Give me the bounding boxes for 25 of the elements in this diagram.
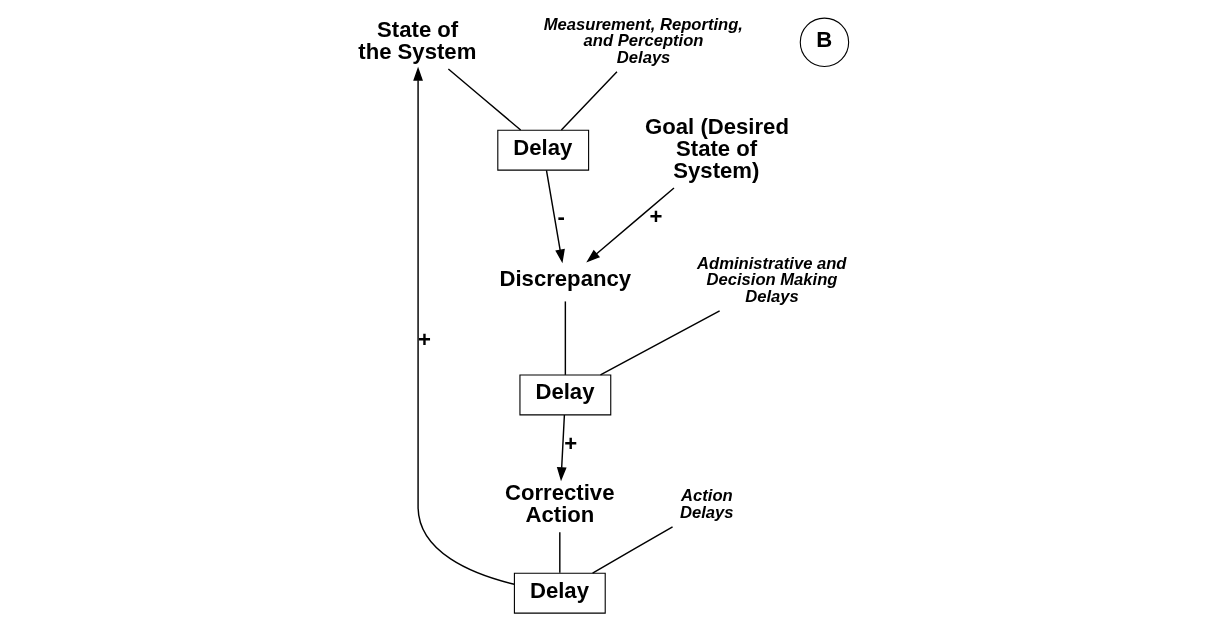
node-text: Action Delays <box>679 486 734 522</box>
arrow <box>586 187 675 263</box>
edge-label: + <box>649 204 663 230</box>
node-text: Measurement, Reporting, and Perception Delays <box>543 14 743 67</box>
node-box: Delay <box>519 374 612 416</box>
connector <box>591 526 674 574</box>
connector <box>560 71 618 131</box>
connector <box>599 310 721 376</box>
connector <box>447 68 522 131</box>
connector <box>564 300 567 376</box>
arrow <box>413 66 515 585</box>
node-text: Goal (Desired State of System) <box>645 113 789 183</box>
edge-label: - <box>557 204 565 230</box>
node-box: Delay <box>513 572 606 614</box>
node-box: Delay <box>497 129 590 171</box>
node-text: Corrective Action <box>505 480 615 528</box>
node-text: Administrative and Decision Making Delays <box>697 253 847 306</box>
node-text: State of the System <box>358 16 477 64</box>
node-text: Discrepancy <box>499 265 632 291</box>
arrow <box>545 169 565 264</box>
edge-label: + <box>418 327 431 353</box>
arrow <box>556 414 567 482</box>
label: B <box>816 26 833 52</box>
edge-label: + <box>564 431 578 457</box>
connector <box>559 531 561 574</box>
